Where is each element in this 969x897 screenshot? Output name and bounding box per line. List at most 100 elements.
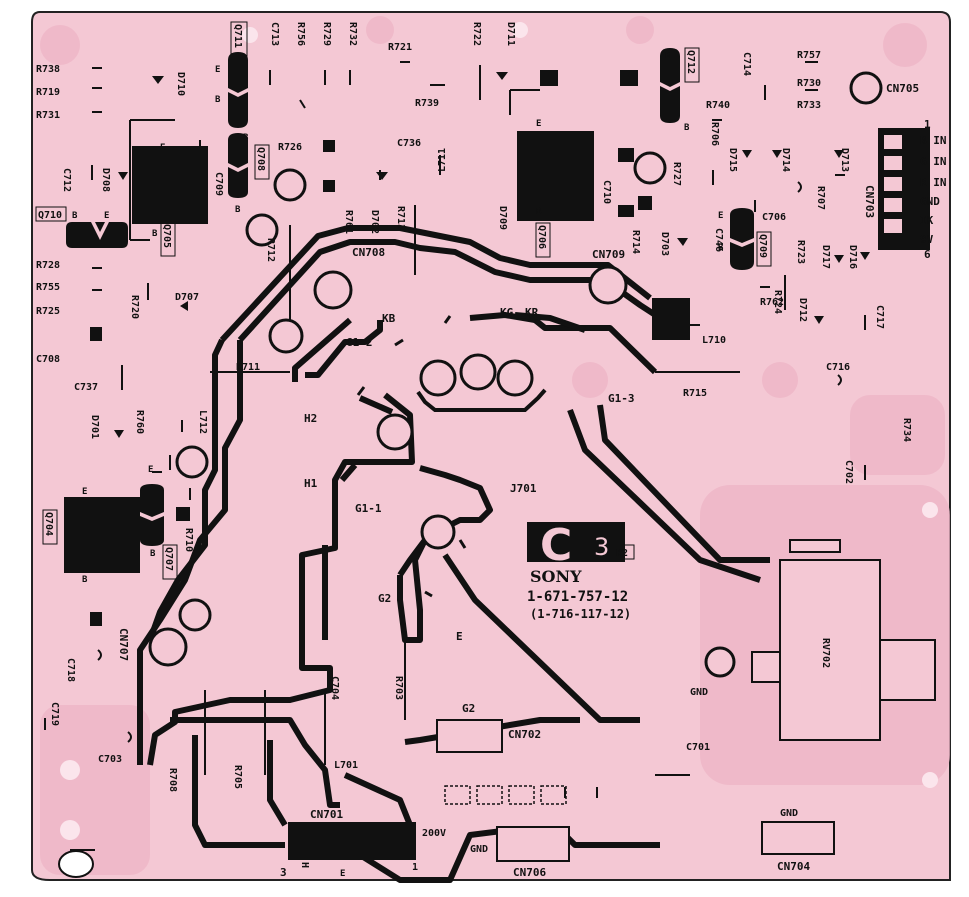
label-L712: L712 <box>197 410 208 434</box>
label-Q706: Q706 <box>536 225 547 249</box>
label-G1-2: G1-2 <box>346 336 373 349</box>
label-R706: R706 <box>709 122 720 146</box>
logo-part-no: 1-671-757-12 <box>527 589 628 605</box>
label-CN701: CN701 <box>310 808 343 821</box>
label-H: H <box>299 862 310 868</box>
black-components <box>64 48 930 860</box>
label-R760: R760 <box>134 410 145 434</box>
label-D712: D712 <box>797 298 808 322</box>
label-KG: KG <box>500 306 514 319</box>
label-H2: H2 <box>304 412 317 425</box>
label-R714: R714 <box>630 230 641 254</box>
round-pads <box>148 71 883 678</box>
cn703-gnd: GND <box>920 195 940 208</box>
pin-E8: E <box>82 487 87 497</box>
label-C701: C701 <box>686 742 710 753</box>
cn703-9v: 9V <box>920 233 934 246</box>
label-R705: R705 <box>232 765 243 789</box>
label-R726: R726 <box>278 142 302 153</box>
label-R733: R733 <box>797 100 821 111</box>
label-D701: D701 <box>89 415 100 439</box>
label-G2-cn: G2 <box>462 702 475 715</box>
label-Q710: Q710 <box>38 210 62 221</box>
label-C717: C717 <box>874 305 885 329</box>
label-C716: C716 <box>826 362 850 373</box>
label-R740: R740 <box>706 100 730 111</box>
label-R757: R757 <box>797 50 821 61</box>
label-R724: R724 <box>772 290 783 314</box>
label-C706-cn703: CN703 <box>863 185 876 218</box>
mounting-hole <box>58 850 94 878</box>
label-R761: R761 <box>343 210 354 234</box>
cn703-names: 1 B IN G IN R IN GND IK 9V 6 <box>920 118 947 261</box>
cn703-b-in: B IN <box>920 134 947 147</box>
label-D702: D702 <box>369 210 380 234</box>
pin-B: B <box>215 95 221 105</box>
label-R756: R756 <box>295 22 306 46</box>
pin-B11: B <box>152 229 158 239</box>
transistor-labels: Q711 Q708 Q712 Q710 Q705 Q706 Q709 Q704 … <box>35 21 772 580</box>
label-E: E <box>456 630 463 643</box>
label-D709: D709 <box>497 206 508 230</box>
logo-mark: C <box>540 520 572 571</box>
label-R722: R722 <box>471 22 482 46</box>
label-CN709: CN709 <box>592 248 625 261</box>
pin-B9: B <box>150 549 156 559</box>
resistor-array <box>444 785 567 805</box>
label-R762: R762 <box>760 297 784 308</box>
label-GND-706: GND <box>470 844 488 855</box>
label-Q708: Q708 <box>255 147 266 171</box>
logo-number: 3 <box>594 533 609 561</box>
label-D703: D703 <box>659 232 670 256</box>
label-Q712: Q712 <box>685 50 696 74</box>
label-D707: D707 <box>175 292 199 303</box>
cn703-r-in: R IN <box>920 176 947 189</box>
label-D710: D710 <box>175 72 186 96</box>
label-C713: C713 <box>269 22 280 46</box>
label-R729: R729 <box>321 22 332 46</box>
label-CN708: CN708 <box>352 246 385 259</box>
label-G1-1: G1-1 <box>355 502 382 515</box>
pin-B8: B <box>82 575 88 585</box>
pin-E10: E <box>340 869 345 879</box>
pin-E11: E <box>160 143 165 153</box>
pin-letters: B E B B E B B E E B E B E B E B E E B <box>72 51 724 879</box>
label-R711: R711 <box>236 362 260 373</box>
socket-base <box>416 388 547 412</box>
label-Q709: Q709 <box>757 234 768 258</box>
label-C703: C703 <box>98 754 122 765</box>
label-D717: D717 <box>820 245 831 269</box>
label-CN706: CN706 <box>513 866 546 879</box>
label-200V: 200V <box>422 828 446 839</box>
label-R731: R731 <box>36 110 60 121</box>
label-D716: D716 <box>847 245 858 269</box>
label-R712: R712 <box>265 238 276 262</box>
label-R720: R720 <box>129 295 140 319</box>
pin-B7: B <box>718 243 724 253</box>
label-R730: R730 <box>797 78 821 89</box>
label-GND-rv: GND <box>690 687 708 698</box>
label-C737: C737 <box>74 382 98 393</box>
pin-B4: B <box>684 123 690 133</box>
label-KB: KB <box>382 312 396 325</box>
label-C709: C709 <box>213 172 224 196</box>
label-R738: R738 <box>36 64 60 75</box>
label-CN702: CN702 <box>508 728 541 741</box>
cn703-ik: IK <box>920 214 934 227</box>
label-CN705: CN705 <box>886 82 919 95</box>
cn703-pins <box>884 135 902 233</box>
label-C704: C704 <box>329 676 340 700</box>
cn703-pin1: 1 <box>924 118 931 131</box>
label-C736: C736 <box>397 138 421 149</box>
pin-B2: B <box>243 133 249 143</box>
logo-revision: R2 <box>616 548 628 559</box>
logo-brand: SONY <box>530 567 582 586</box>
label-Q704: Q704 <box>43 512 54 536</box>
label-R707: R707 <box>815 186 826 210</box>
logo-sub-part-no: (1-716-117-12) <box>530 607 631 621</box>
transistor-pinches <box>91 82 754 521</box>
pin-E5: E <box>104 211 109 221</box>
label-R719: R719 <box>36 87 60 98</box>
cn703-g-in: G IN <box>920 155 947 168</box>
label-Q707: Q707 <box>163 547 174 571</box>
